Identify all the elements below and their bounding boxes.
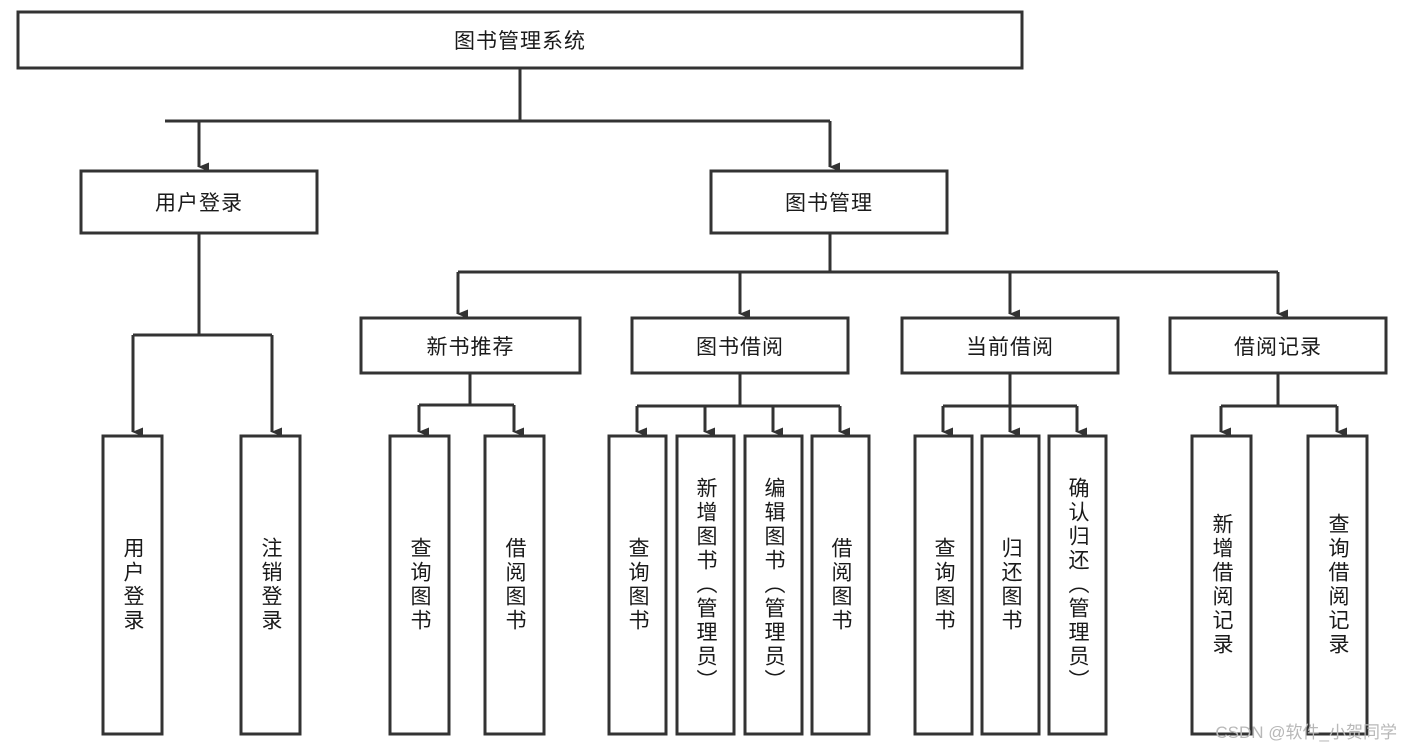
- box-book-borrow[interactable]: [630, 316, 850, 375]
- box-leaf-borrow-book-2[interactable]: [810, 434, 871, 736]
- connector-book-manage-bus: [458, 233, 1278, 274]
- connector-borrow-record-bus: [1221, 373, 1337, 408]
- connector-new-book-bus: [419, 373, 514, 407]
- connector-root-bus: [165, 68, 830, 123]
- box-borrow-record[interactable]: [1168, 316, 1388, 375]
- connector-user-login-bus: [133, 233, 272, 337]
- box-new-book-recommend[interactable]: [359, 316, 582, 375]
- box-leaf-confirm-return[interactable]: [1047, 434, 1108, 736]
- box-leaf-return-book[interactable]: [980, 434, 1041, 736]
- box-leaf-user-logout[interactable]: [239, 434, 302, 736]
- box-leaf-query-book-3[interactable]: [913, 434, 974, 736]
- box-leaf-add-record[interactable]: [1190, 434, 1253, 736]
- box-root[interactable]: [16, 10, 1024, 70]
- box-leaf-user-login[interactable]: [101, 434, 164, 736]
- box-leaf-query-book-2[interactable]: [607, 434, 668, 736]
- connector-current-borrow-bus: [943, 373, 1077, 408]
- box-book-manage[interactable]: [709, 169, 949, 235]
- box-leaf-query-record[interactable]: [1306, 434, 1369, 736]
- box-leaf-query-book-1[interactable]: [388, 434, 451, 736]
- box-leaf-add-book[interactable]: [675, 434, 736, 736]
- csdn-watermark: CSDN @软件_小贺同学: [1215, 723, 1397, 742]
- connector-book-borrow-bus: [637, 373, 840, 408]
- connectors: [131, 68, 1347, 437]
- box-leaf-borrow-book-1[interactable]: [483, 434, 546, 736]
- box-user-login[interactable]: [79, 169, 319, 235]
- box-leaf-edit-book[interactable]: [743, 434, 804, 736]
- box-current-borrow[interactable]: [900, 316, 1120, 375]
